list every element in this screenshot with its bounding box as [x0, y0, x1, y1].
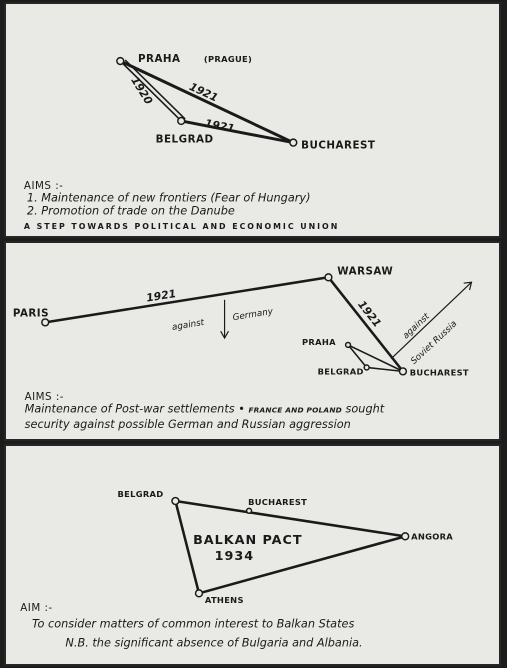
aim-line-2: security against possible German and Rus… — [25, 418, 351, 431]
arrow-against-soviet — [390, 281, 472, 360]
little-entente-map: PRAHA (PRAGUE) BELGRAD BUCHAREST 1921 19… — [24, 53, 375, 231]
aim-line-1: To consider matters of common interest t… — [32, 618, 354, 631]
arrow-against-germany-head — [220, 330, 230, 340]
franco-polish-map: PARIS WARSAW PRAHA BELGRAD BUCHAREST 192… — [13, 265, 473, 431]
label-angora: ANGORA — [411, 531, 453, 541]
node-bucharest — [398, 367, 408, 376]
node-praha — [344, 341, 352, 349]
pact-title: BALKAN PACT — [193, 533, 302, 548]
node-belgrad — [177, 116, 186, 126]
label-paris: PARIS — [13, 308, 49, 320]
note-against-germany-2: Germany — [232, 307, 274, 323]
link-praha-belgrad-inner — [124, 59, 186, 120]
link-paris-warsaw — [45, 276, 329, 324]
link-warsaw-bucharest — [327, 276, 404, 373]
aim-line-1a: Maintenance of Post-war settlements • FR… — [25, 403, 385, 416]
balkan-pact-triangle — [173, 499, 406, 595]
aim-item-1: 1. Maintenance of new frontiers (Fear of… — [27, 192, 311, 205]
node-praha — [116, 56, 125, 66]
node-angora — [401, 532, 410, 541]
link-belgrad-bucharest — [366, 366, 404, 373]
link-belgrad-bucharest — [180, 119, 294, 145]
label-belgrad: BELGRAD — [156, 134, 214, 146]
node-warsaw — [324, 273, 333, 282]
aims-heading: AIMS :- — [25, 391, 64, 403]
note-against-soviet-1: against — [401, 311, 432, 341]
aims-heading: AIMS :- — [24, 180, 63, 192]
year-warsaw-bucharest: 1921 — [355, 298, 384, 330]
year-paris-warsaw: 1921 — [145, 287, 177, 305]
pact-year: 1934 — [215, 549, 254, 564]
node-belgrad — [171, 496, 180, 506]
node-bucharest — [245, 507, 253, 515]
panel-franco-polish: PARIS WARSAW PRAHA BELGRAD BUCHAREST 192… — [4, 241, 501, 441]
label-athens: ATHENS — [205, 595, 244, 605]
panel-little-entente: PRAHA (PRAGUE) BELGRAD BUCHAREST 1921 19… — [4, 2, 501, 238]
balkan-pact-map: BELGRAD BUCHAREST ANGORA ATHENS BALKAN P… — [20, 489, 453, 649]
label-praha: PRAHA — [302, 337, 336, 347]
link-praha-bucharest — [119, 59, 294, 144]
panel-balkan-pact: BELGRAD BUCHAREST ANGORA ATHENS BALKAN P… — [4, 444, 501, 666]
aim-line-2: N.B. the significant absence of Bulgaria… — [65, 636, 362, 649]
aim-heading: AIM :- — [20, 602, 52, 614]
label-warsaw: WARSAW — [337, 265, 393, 277]
label-praha: PRAHA — [138, 53, 181, 65]
link-praha-belgrad-outer — [119, 60, 182, 122]
link-praha-belgrad — [347, 344, 368, 368]
link-praha-bucharest — [347, 344, 404, 373]
label-belgrad: BELGRAD — [117, 489, 163, 499]
label-bucharest: BUCHAREST — [248, 497, 307, 507]
node-paris — [41, 318, 50, 327]
label-prague: (PRAGUE) — [204, 54, 252, 64]
year-belgrad-bucharest: 1921 — [204, 117, 236, 135]
aim-item-2: 2. Promotion of trade on the Danube — [27, 204, 235, 217]
arrow-against-soviet-head — [463, 281, 473, 291]
label-belgrad: BELGRAD — [318, 366, 364, 376]
node-belgrad — [363, 364, 370, 371]
label-bucharest: BUCHAREST — [410, 367, 469, 377]
node-athens — [194, 589, 204, 598]
node-bucharest — [289, 138, 298, 147]
footer-note: A STEP TOWARDS POLITICAL AND ECONOMIC UN… — [24, 222, 339, 231]
label-bucharest: BUCHAREST — [301, 140, 375, 152]
note-against-germany-1: against — [171, 318, 205, 333]
